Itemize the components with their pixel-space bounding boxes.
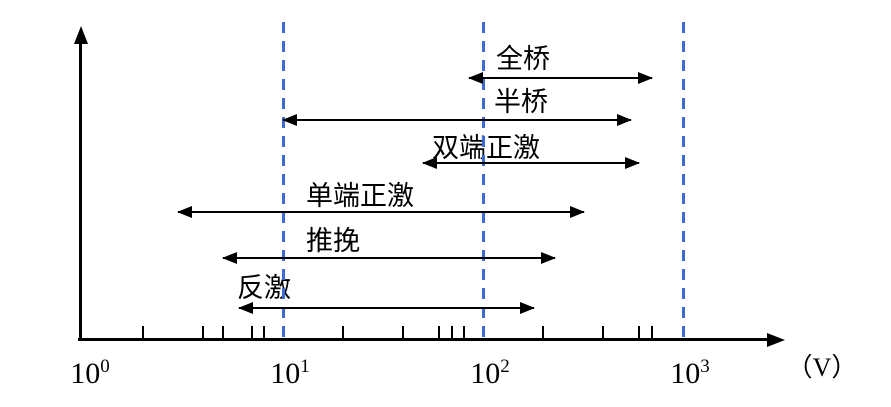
- axis-minor-tick: [637, 326, 640, 340]
- axis-minor-tick: [451, 326, 454, 340]
- tick-base: 10: [670, 357, 701, 390]
- dashed-gridline: [681, 22, 685, 340]
- axis-minor-tick: [221, 326, 224, 340]
- range-arrow-2: [421, 157, 640, 169]
- range-arrow-3: [177, 206, 585, 218]
- dashed-gridline: [281, 22, 285, 340]
- series-label-half-bridge: 半桥: [494, 87, 548, 117]
- axis-minor-tick: [437, 326, 440, 340]
- range-arrow-1: [281, 114, 633, 126]
- range-arrow-4: [221, 252, 556, 264]
- tick-base: 10: [470, 357, 501, 390]
- axis-minor-tick: [202, 326, 205, 340]
- x-tick-label-10e3: 103: [670, 350, 710, 391]
- tick-base: 10: [270, 357, 301, 390]
- axis-minor-tick: [342, 326, 345, 340]
- x-tick-label-10e2: 102: [470, 350, 510, 391]
- x-axis-unit-label: （V）: [786, 353, 858, 382]
- tick-exp: 1: [300, 356, 310, 377]
- series-label-push-pull: 推挽: [306, 226, 360, 256]
- x-tick-label-10e0: 100: [70, 350, 110, 391]
- axis-minor-tick: [602, 326, 605, 340]
- tick-base: 10: [70, 357, 101, 390]
- series-label-single-forward: 单端正激: [306, 181, 414, 211]
- range-arrow-5: [237, 302, 536, 314]
- axis-minor-tick: [542, 326, 545, 340]
- axis-minor-tick: [651, 326, 654, 340]
- axis-minor-tick: [402, 326, 405, 340]
- tick-exp: 2: [500, 356, 510, 377]
- dashed-gridline: [481, 22, 485, 340]
- x-axis: [78, 332, 785, 347]
- tick-exp: 3: [700, 356, 710, 377]
- tick-exp: 0: [100, 356, 110, 377]
- axis-minor-tick: [462, 326, 465, 340]
- range-arrow-0: [467, 72, 654, 84]
- series-label-two-switch-forward: 双端正激: [432, 133, 540, 163]
- series-label-full-bridge: 全桥: [496, 44, 550, 74]
- axis-minor-tick: [251, 326, 254, 340]
- axis-minor-tick: [262, 326, 265, 340]
- y-axis: [73, 26, 88, 340]
- axis-minor-tick: [142, 326, 145, 340]
- x-tick-label-10e1: 101: [270, 350, 310, 391]
